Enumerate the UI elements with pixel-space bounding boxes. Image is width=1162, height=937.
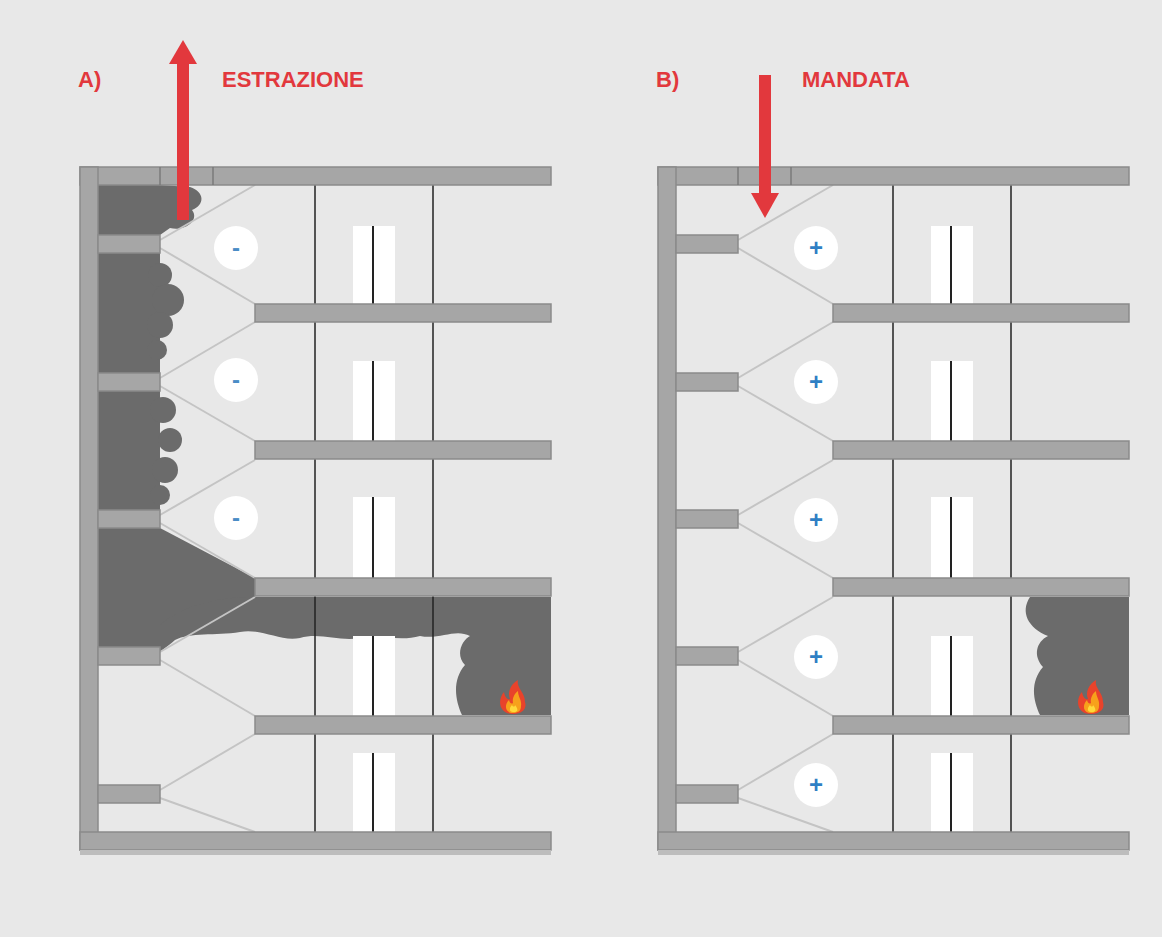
illustration-part bbox=[147, 340, 167, 360]
fire-symbol bbox=[1078, 680, 1103, 714]
pressure-circle: - bbox=[214, 226, 258, 270]
pressure-circle: + bbox=[794, 635, 838, 679]
panel-letter: A) bbox=[78, 69, 101, 91]
pressure-circle: + bbox=[794, 498, 838, 542]
illustration-part bbox=[751, 193, 779, 218]
panel-letter: B) bbox=[656, 69, 679, 91]
building-section-b bbox=[658, 167, 1129, 855]
pressure-sign: + bbox=[809, 773, 823, 797]
airflow-arrow bbox=[751, 75, 779, 218]
airflow-label: MANDATA bbox=[802, 69, 910, 91]
illustration-part bbox=[152, 457, 178, 483]
pressure-sign: - bbox=[232, 368, 240, 392]
pressure-circle: + bbox=[794, 226, 838, 270]
illustration-part bbox=[147, 312, 173, 338]
fire-symbol bbox=[500, 680, 525, 714]
illustration-part bbox=[98, 528, 160, 647]
pressure-circle: - bbox=[214, 358, 258, 402]
pressure-circle: + bbox=[794, 360, 838, 404]
illustration-part bbox=[152, 284, 184, 316]
airflow-arrow bbox=[169, 40, 197, 220]
airflow-label: ESTRAZIONE bbox=[222, 69, 364, 91]
illustration-part bbox=[148, 263, 172, 287]
pressure-sign: - bbox=[232, 236, 240, 260]
illustration-part bbox=[177, 60, 189, 220]
pressure-circle: - bbox=[214, 496, 258, 540]
building-section-a bbox=[80, 167, 551, 855]
pressure-sign: + bbox=[809, 645, 823, 669]
pressure-circle: + bbox=[794, 763, 838, 807]
smoke bbox=[1026, 597, 1129, 715]
illustration-part bbox=[1026, 597, 1129, 715]
illustration-part bbox=[150, 397, 176, 423]
pressure-sign: - bbox=[232, 506, 240, 530]
pressure-sign: + bbox=[809, 508, 823, 532]
pressure-sign: + bbox=[809, 236, 823, 260]
illustration-part bbox=[158, 428, 182, 452]
pressure-sign: + bbox=[809, 370, 823, 394]
illustration-part bbox=[759, 75, 771, 197]
illustration-part bbox=[169, 40, 197, 64]
illustration-part bbox=[150, 485, 170, 505]
